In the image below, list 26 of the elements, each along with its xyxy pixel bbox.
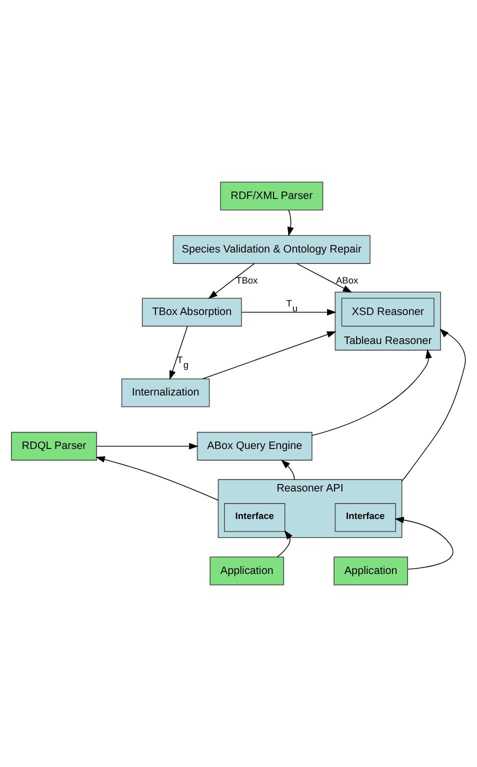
arrow [296, 263, 352, 293]
arrow [401, 328, 466, 482]
node-box: Species Validation & Ontology Repair [172, 235, 370, 264]
node-box: Interface [334, 503, 396, 532]
arrow [169, 326, 188, 380]
edge-label: TBox [236, 275, 258, 286]
arrow [312, 349, 432, 436]
edge-label: ABox [336, 275, 358, 286]
node-box: Interface [224, 503, 286, 532]
arrow [394, 516, 454, 570]
arrow [96, 456, 219, 501]
arrow [96, 442, 198, 450]
arrow [202, 331, 336, 380]
arrow [241, 308, 336, 316]
node-box: ABox Query Engine [196, 432, 312, 461]
node-box: RDF/XML Parser [220, 182, 324, 210]
arrow [281, 460, 295, 480]
node-box: Application [210, 556, 284, 586]
arrow [276, 530, 292, 558]
arrow [287, 210, 294, 236]
node-box: TBox Absorption [142, 298, 242, 327]
arrow [208, 263, 255, 299]
node-box: RDQL Parser [11, 432, 97, 461]
node-box: Internalization [121, 378, 210, 408]
node-box: XSD Reasoner [341, 298, 434, 327]
node-box: Application [334, 556, 408, 586]
